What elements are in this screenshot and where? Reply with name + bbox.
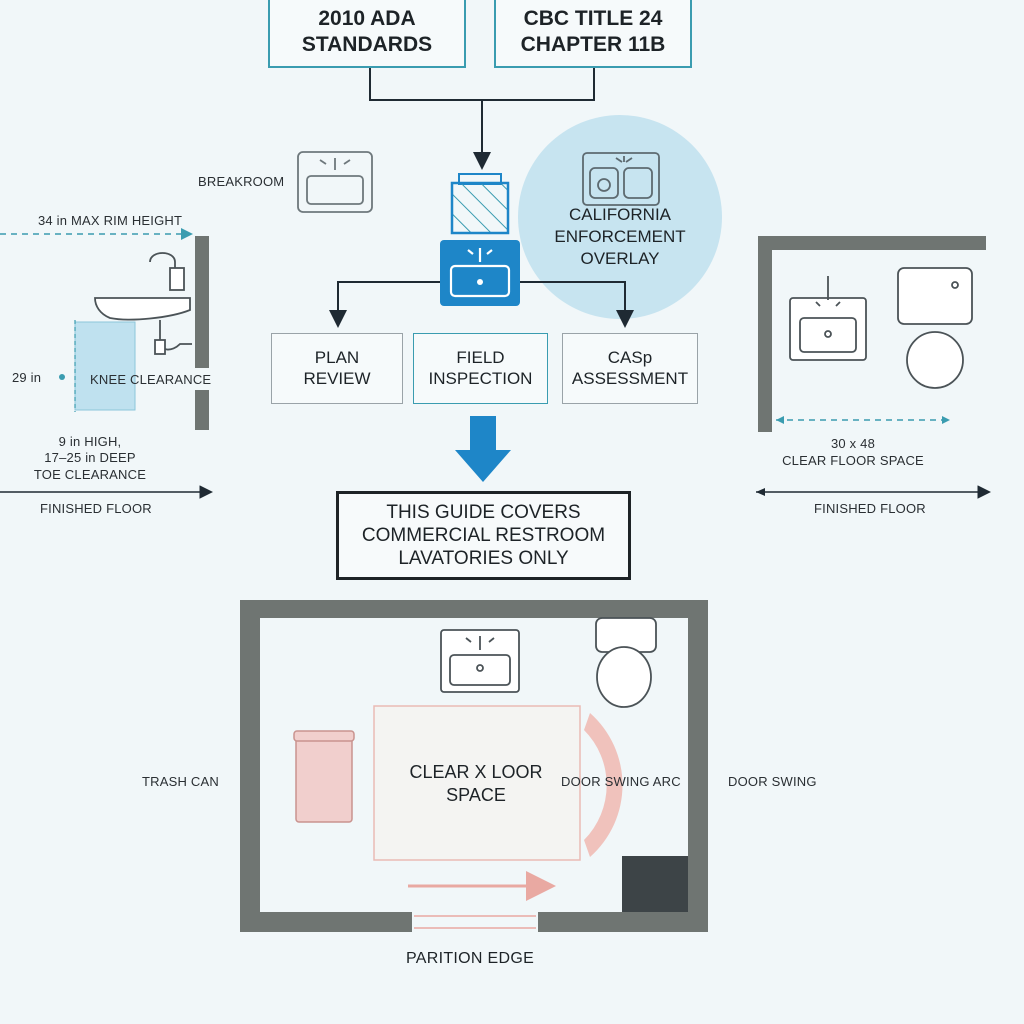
plan-review-label: PLAN REVIEW: [303, 347, 371, 388]
standards-connector: [369, 68, 595, 170]
plan-view-right: [756, 236, 991, 499]
restroom-clear-floor-label: CLEAR X LOOR SPACE: [409, 762, 543, 806]
elevation-floor-label: FINISHED FLOOR: [40, 501, 152, 516]
door-swing-label: DOOR SWING: [728, 774, 817, 789]
elevation-view: [0, 228, 213, 499]
scope-note-box: THIS GUIDE COVERS COMMERCIAL RESTROOM LA…: [336, 491, 631, 580]
ada-standards-label: 2010 ADA STANDARDS: [301, 7, 433, 56]
down-arrow-icon: [455, 416, 511, 482]
restroom-plan: [240, 600, 708, 932]
plan-floor-label: FINISHED FLOOR: [814, 501, 926, 516]
door-swing-arc-label: DOOR SWING ARC: [561, 774, 681, 789]
toe-clearance-label: 9 in HIGH, 17–25 in DEEP TOE CLEARANCE: [33, 434, 147, 482]
california-overlay-label: CALIFORNIA ENFORCEMENT OVERLAY: [554, 205, 686, 269]
breakroom-label: BREAKROOM: [198, 174, 285, 189]
process-connectors: [329, 281, 634, 328]
knee-height-label: 29 in: [12, 370, 42, 385]
rim-height-label: 34 in MAX RIM HEIGHT: [38, 213, 183, 228]
casp-assessment-box: CASp ASSESSMENT: [562, 333, 698, 404]
scope-note-label: THIS GUIDE COVERS COMMERCIAL RESTROOM LA…: [361, 501, 606, 570]
double-sink-icon: [582, 152, 660, 206]
cbc-title24-box: CBC TITLE 24 CHAPTER 11B: [494, 0, 692, 68]
sink-icon: [440, 240, 520, 306]
casp-assessment-label: CASp ASSESSMENT: [571, 347, 689, 388]
california-overlay-circle: [518, 115, 722, 319]
restroom-sink-icon: [440, 629, 520, 693]
field-inspection-box: FIELD INSPECTION: [413, 333, 548, 404]
ada-standards-box: 2010 ADA STANDARDS: [268, 0, 466, 68]
clear-floor-space-label: 30 x 48 CLEAR FLOOR SPACE: [782, 436, 924, 468]
glass-panel-icon: [450, 173, 510, 235]
trash-can-icon: [293, 730, 355, 823]
partition-edge-label: PARITION EDGE: [406, 950, 535, 967]
toilet-icon: [897, 267, 973, 389]
trash-can-label: TRASH CAN: [142, 774, 219, 789]
cbc-title24-label: CBC TITLE 24 CHAPTER 11B: [520, 7, 666, 56]
knee-clearance-label: KNEE CLEARANCE: [90, 372, 212, 387]
plan-review-box: PLAN REVIEW: [271, 333, 403, 404]
field-inspection-label: FIELD INSPECTION: [428, 347, 533, 388]
restroom-toilet-icon: [595, 617, 657, 708]
breakroom-sink-icon: [297, 151, 373, 213]
